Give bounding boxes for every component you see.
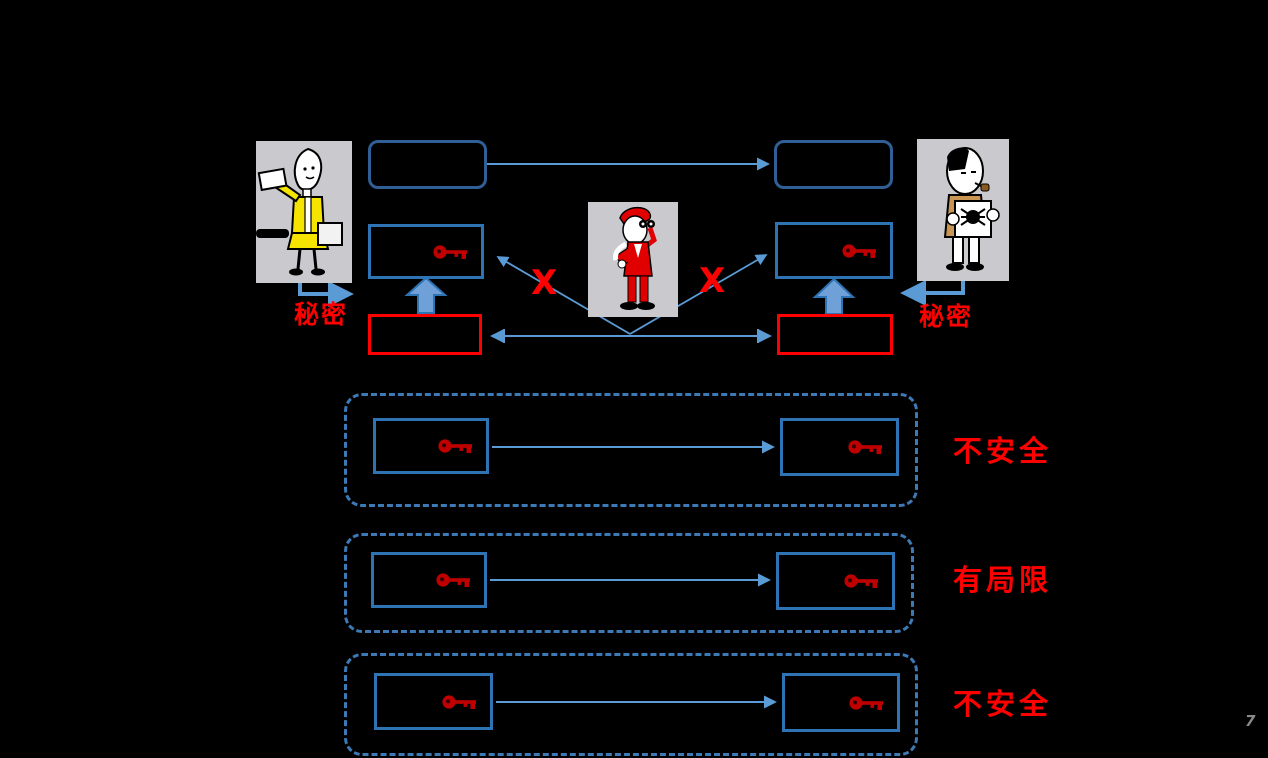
- scheme-3-verdict-label: 不安全: [953, 687, 1053, 721]
- bob-secret-channel-arrow: [900, 280, 965, 306]
- eavesdropper-figure-image: [588, 202, 678, 317]
- scheme-1-verdict-label: 不安全: [953, 434, 1053, 468]
- key-icon: [436, 570, 472, 590]
- key-icon: [849, 693, 885, 713]
- alice-key-box: [368, 224, 484, 279]
- alice-secret-label: 秘密: [294, 300, 349, 329]
- scheme-3-sender-key-box: [374, 673, 493, 730]
- alice-channel-box: [368, 314, 482, 355]
- scheme-1-group: [344, 393, 918, 507]
- page-number: 7: [1245, 712, 1256, 730]
- blocked-left-x-icon: X: [531, 263, 558, 303]
- key-icon: [438, 436, 474, 456]
- blocked-right-x-icon: X: [699, 261, 726, 301]
- key-icon: [848, 437, 884, 457]
- key-icon: [442, 692, 478, 712]
- alice-figure-image: [256, 141, 352, 283]
- key-icon: [433, 242, 469, 262]
- scheme-1-receiver-key-box: [780, 418, 899, 476]
- scheme-2-sender-key-box: [371, 552, 487, 608]
- scheme-2-group: [344, 533, 914, 633]
- bob-channel-box: [777, 314, 893, 355]
- install-key-up-arrow-left: [404, 276, 448, 314]
- key-icon: [844, 571, 880, 591]
- scheme-3-group: [344, 653, 918, 756]
- bob-figure-image: [917, 139, 1009, 281]
- bob-key-box: [775, 222, 893, 279]
- install-key-up-arrow-right: [812, 277, 856, 315]
- scheme-3-receiver-key-box: [782, 673, 900, 732]
- scheme-2-receiver-key-box: [776, 552, 895, 610]
- bob-message-box: [774, 140, 893, 189]
- scheme-1-sender-key-box: [373, 418, 489, 474]
- alice-message-box: [368, 140, 487, 189]
- scheme-2-verdict-label: 有局限: [953, 563, 1053, 597]
- key-icon: [842, 241, 878, 261]
- bob-secret-label: 秘密: [919, 302, 974, 331]
